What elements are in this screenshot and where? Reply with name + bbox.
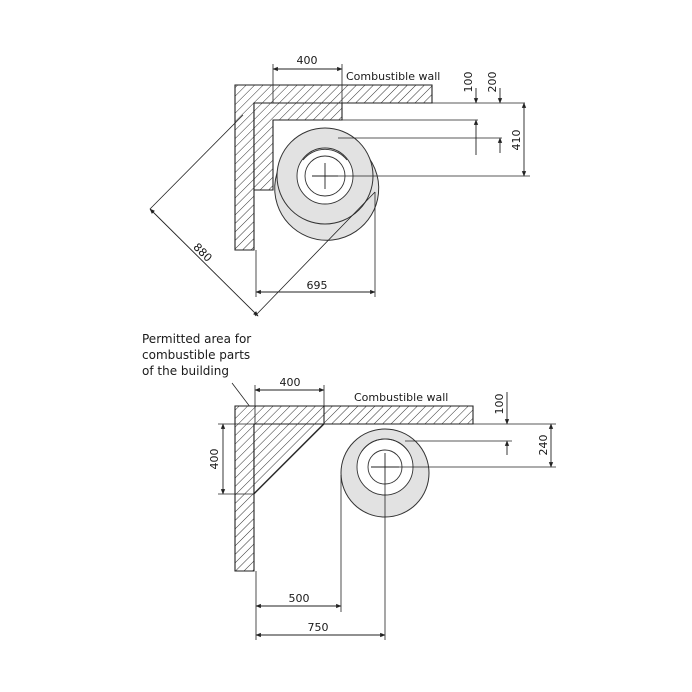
top-dim-200-label: 200 xyxy=(486,72,499,93)
bottom-dim-500-label: 500 xyxy=(289,592,310,605)
top-dim-695-label: 695 xyxy=(307,279,328,292)
bottom-combustible-wall-label: Combustible wall xyxy=(354,391,448,404)
top-dim-880-label: 880 xyxy=(190,241,214,265)
top-dim-100-label: 100 xyxy=(462,72,475,93)
top-dim-400-label: 400 xyxy=(297,54,318,67)
top-dim-695: 695 xyxy=(255,192,376,297)
bottom-dim-400-vertical: 400 xyxy=(208,423,254,495)
bottom-diagram: Permitted area for combustible parts of … xyxy=(142,332,556,640)
bottom-dim-vertical: 100 240 xyxy=(399,392,556,468)
bottom-dim-400: 400 xyxy=(254,376,325,424)
top-diagram: 400 Combustible wall 100 200 410 880 xyxy=(149,54,530,317)
bottom-stove xyxy=(340,428,430,518)
top-dim-400: 400 xyxy=(272,54,343,103)
permitted-area-line-3: of the building xyxy=(142,364,229,378)
top-dim-vertical: 100 200 410 xyxy=(273,72,530,177)
bottom-permitted-triangle xyxy=(253,423,326,496)
bottom-dim-750-label: 750 xyxy=(308,621,329,634)
top-dim-410-label: 410 xyxy=(510,130,523,151)
bottom-dim-750: 750 xyxy=(255,481,386,640)
bottom-dim-500: 500 xyxy=(255,475,342,612)
bottom-dim-240-label: 240 xyxy=(537,435,550,456)
top-combustible-wall-label: Combustible wall xyxy=(346,70,440,83)
bottom-dim-100-label: 100 xyxy=(493,394,506,415)
bottom-dim-400-vertical-label: 400 xyxy=(208,449,221,470)
bottom-dim-400-label: 400 xyxy=(280,376,301,389)
permitted-area-line-1: Permitted area for xyxy=(142,332,251,346)
bottom-permitted-area-note: Permitted area for combustible parts of … xyxy=(142,332,261,421)
bottom-corner-walls xyxy=(234,405,474,572)
top-stove xyxy=(274,127,380,241)
permitted-area-line-2: combustible parts xyxy=(142,348,250,362)
